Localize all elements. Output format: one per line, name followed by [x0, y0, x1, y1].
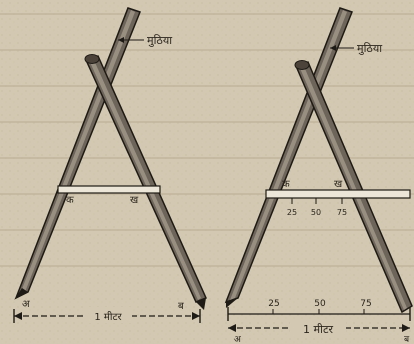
right-figure-crossbar — [265, 189, 411, 199]
left-figure-span-label: 1 मीटर — [94, 311, 122, 323]
right-figure-crossbar-tick-75: 75 — [337, 208, 347, 217]
right-figure-base-scale — [227, 307, 411, 321]
right-figure-base-tick-25: 25 — [268, 299, 279, 309]
left-figure-foot-label-a: अ — [22, 299, 30, 310]
left-figure-foot-label-b: ब — [178, 301, 184, 312]
right-figure-span-label: 1 मीटर — [303, 323, 333, 336]
left-figure-crossbar-label-left: क — [66, 195, 74, 206]
right-figure-leg-a — [224, 7, 353, 308]
right-figure-crossbar-tick-25: 25 — [287, 208, 297, 217]
right-figure-leg-b — [294, 60, 413, 314]
right-figure-handle-label: मुठिया — [357, 42, 382, 55]
right-figure-crossbar-label-right: ख — [334, 179, 343, 190]
right-figure-crossbar-label-left: क — [282, 179, 290, 190]
right-figure-crossbar-tick-50: 50 — [311, 208, 321, 217]
left-figure-handle-label: मुठिया — [147, 34, 172, 47]
right-figure-crossbar-ticks — [291, 198, 343, 204]
bleed-through-text — [0, 13, 414, 267]
right-figure-base-tick-50: 50 — [314, 299, 326, 309]
right-dividers: मुठिया क ख 25 50 75 25 50 75 1 मीटर अ — [224, 7, 413, 344]
left-figure-crossbar — [57, 185, 161, 194]
left-figure-leg-b — [84, 54, 208, 310]
left-dividers: मुठिया क ख अ ब 1 मीटर — [13, 7, 208, 323]
right-figure-span-label-bg — [290, 320, 346, 336]
right-figure-foot-label-b: ब — [404, 335, 410, 344]
right-figure-foot-label-a: अ — [234, 335, 242, 344]
right-figure-base-tick-75: 75 — [360, 299, 371, 309]
left-figure-span-label-bg — [84, 307, 132, 323]
left-figure-crossbar-label-right: ख — [130, 195, 139, 206]
